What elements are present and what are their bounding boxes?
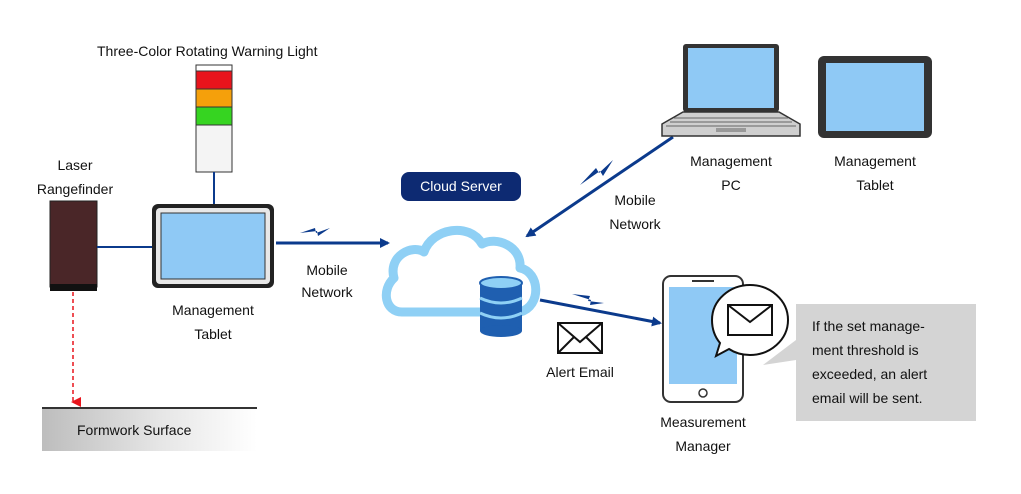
tablet-right-label-line1: Management xyxy=(834,153,916,169)
laser-label-line2: Rangefinder xyxy=(36,181,114,197)
tablet-left-label-line1: Management xyxy=(172,302,254,318)
cloud-server-badge: Cloud Server xyxy=(401,172,521,201)
laser-rangefinder-icon xyxy=(49,200,152,407)
note-line-3: exceeded, an alert xyxy=(812,366,928,382)
envelope-icon xyxy=(557,322,603,354)
speech-bubble-icon xyxy=(710,283,790,359)
alert-email-label: Alert Email xyxy=(546,364,614,380)
manager-label-line2: Manager xyxy=(675,438,731,454)
formwork-label: Formwork Surface xyxy=(77,422,192,438)
laptop-icon xyxy=(661,44,801,137)
laser-label-line1: Laser xyxy=(57,157,93,173)
threshold-note-text: If the set manage- ment threshold is exc… xyxy=(812,314,972,410)
note-line-2: ment threshold is xyxy=(812,342,919,358)
formwork-surface: Formwork Surface xyxy=(42,407,257,451)
pc-label-line2: PC xyxy=(721,177,741,193)
tablet-icon-right xyxy=(818,56,932,138)
threshold-note: If the set manage- ment threshold is exc… xyxy=(796,304,976,421)
note-line-4: email will be sent. xyxy=(812,390,923,406)
warning-light-label: Three-Color Rotating Warning Light xyxy=(97,43,318,59)
note-line-1: If the set manage- xyxy=(812,318,925,334)
network-left-label-line2: Network xyxy=(301,284,353,300)
tablet-left-label-line2: Tablet xyxy=(194,326,232,342)
network-right-label-line1: Mobile xyxy=(614,192,656,208)
tablet-icon-left xyxy=(152,204,274,288)
mobile-network-link-left xyxy=(276,228,390,248)
alert-email-link xyxy=(539,294,662,327)
wireless-lightning-icon xyxy=(300,228,330,236)
three-color-signal-tower-icon xyxy=(195,64,233,204)
mobile-network-link-right xyxy=(525,135,674,238)
wireless-lightning-icon-email xyxy=(572,294,604,305)
network-right-label-line2: Network xyxy=(609,216,661,232)
pc-label-line1: Management xyxy=(690,153,772,169)
database-icon xyxy=(479,276,523,337)
tablet-right-label-line2: Tablet xyxy=(856,177,894,193)
manager-label-line1: Measurement xyxy=(660,414,746,430)
note-pointer xyxy=(763,340,796,365)
network-left-label-line1: Mobile xyxy=(306,262,348,278)
wireless-lightning-icon-right xyxy=(580,160,613,185)
